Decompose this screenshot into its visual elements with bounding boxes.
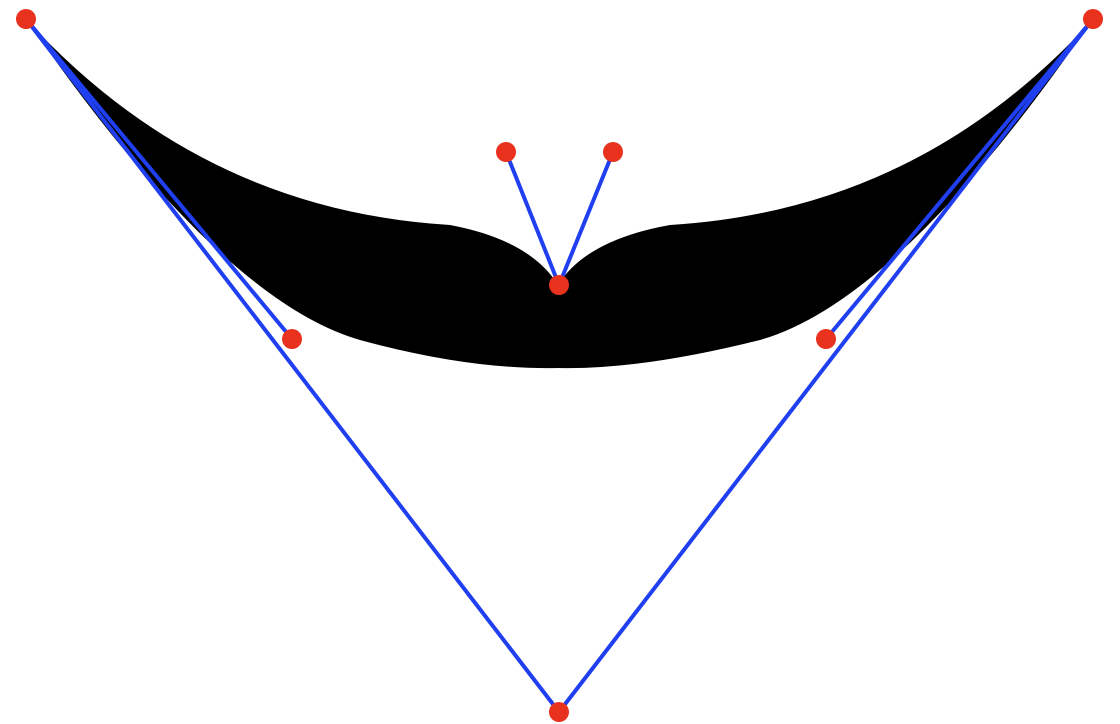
control-point-bottom[interactable] <box>549 702 569 722</box>
mustache-shape <box>26 19 1093 369</box>
control-point-top-right[interactable] <box>1083 9 1103 29</box>
handle-line-left-outer <box>24 17 561 714</box>
control-point-top-left[interactable] <box>16 9 36 29</box>
handle-line-right-outer <box>557 17 1095 714</box>
handle-line-right-inner <box>824 17 1095 341</box>
control-point-center[interactable] <box>549 275 569 295</box>
control-point-left[interactable] <box>282 329 302 349</box>
handle-line-center-left <box>504 150 561 287</box>
handle-line-left-inner <box>24 17 294 341</box>
control-point-upper-mid-right[interactable] <box>603 142 623 162</box>
control-point-right[interactable] <box>816 329 836 349</box>
control-point-upper-mid-left[interactable] <box>496 142 516 162</box>
handle-lines <box>24 17 1095 714</box>
control-points[interactable] <box>16 9 1103 722</box>
handle-line-center-right <box>557 150 615 287</box>
